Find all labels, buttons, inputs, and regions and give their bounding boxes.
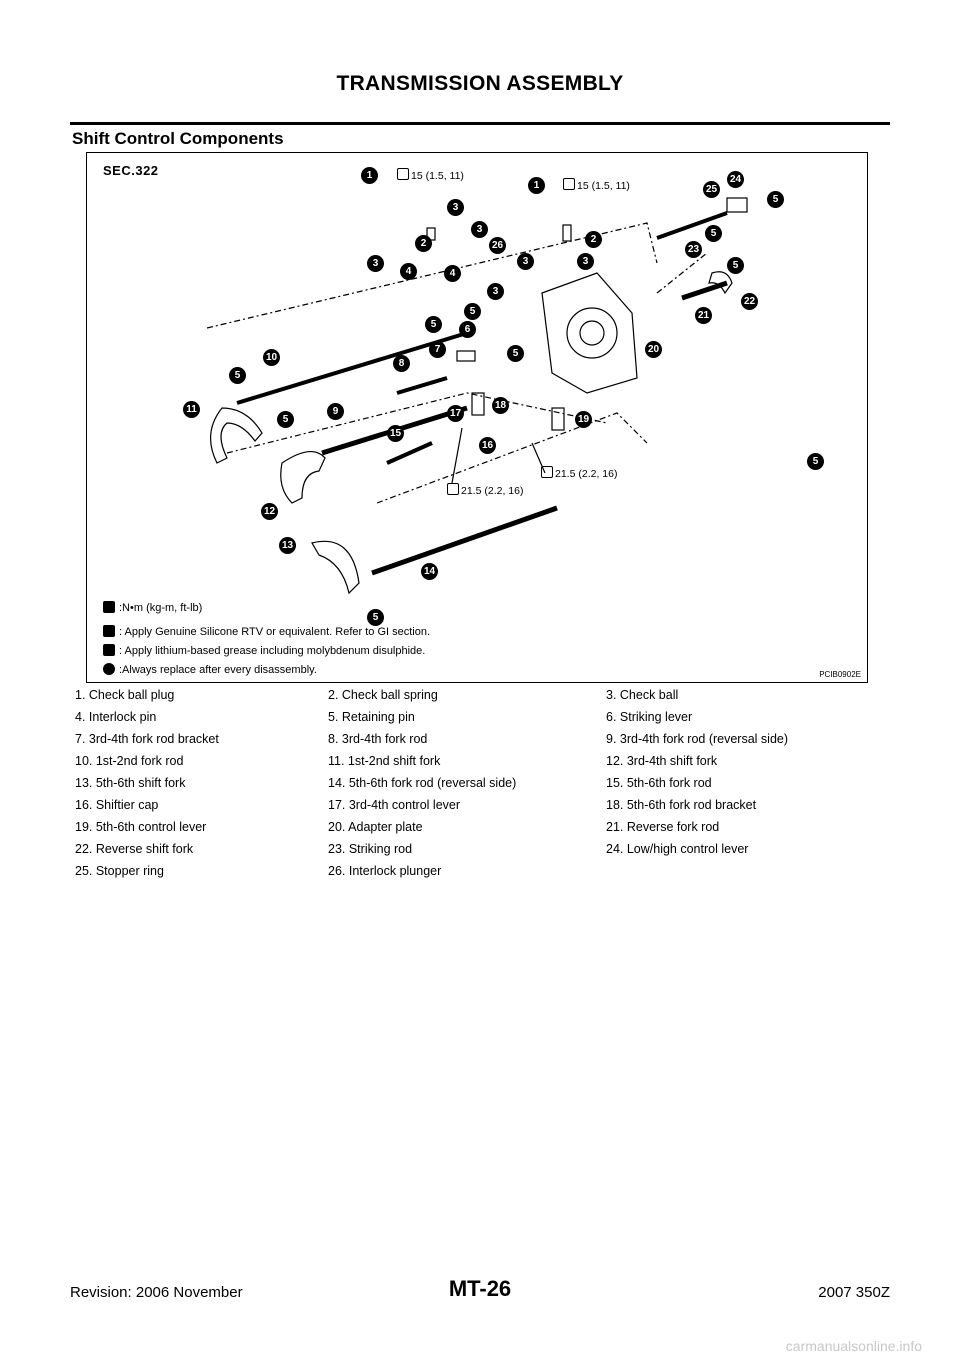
parts-list-item: 18. 5th-6th fork rod bracket [606, 798, 757, 812]
callout-22: 22 [741, 293, 758, 310]
torque-spec: 21.5 (2.2, 16) [447, 483, 523, 497]
callout-1: 1 [361, 167, 378, 184]
wrench-icon [103, 601, 115, 613]
parts-list-item: 25. Stopper ring [75, 864, 164, 878]
callout-3: 3 [577, 253, 594, 270]
callout-24: 24 [727, 171, 744, 188]
parts-list-item: 14. 5th-6th fork rod (reversal side) [328, 776, 517, 790]
parts-list-item: 20. Adapter plate [328, 820, 423, 834]
parts-list-item: 2. Check ball spring [328, 688, 438, 702]
callout-2: 2 [415, 235, 432, 252]
callout-5: 5 [425, 316, 442, 333]
wrench-icon [397, 168, 409, 180]
wrench-icon [447, 483, 459, 495]
callout-23: 23 [685, 241, 702, 258]
callout-19: 19 [575, 411, 592, 428]
callout-14: 14 [421, 563, 438, 580]
footer-model: 2007 350Z [818, 1284, 890, 1301]
legend-replace: :Always replace after every disassembly. [103, 663, 317, 676]
parts-list-item: 6. Striking lever [606, 710, 693, 724]
header-rule [70, 122, 890, 125]
replace-icon [103, 663, 115, 675]
parts-list-item: 4. Interlock pin [75, 710, 157, 724]
parts-list-item: 26. Interlock plunger [328, 864, 442, 878]
legend-grease: : Apply lithium-based grease including m… [103, 644, 425, 657]
callout-8: 8 [393, 355, 410, 372]
callout-4: 4 [400, 263, 417, 280]
callout-7: 7 [429, 341, 446, 358]
callout-9: 9 [327, 403, 344, 420]
parts-list-item: 5. Retaining pin [328, 710, 415, 724]
callout-21: 21 [695, 307, 712, 324]
callout-5: 5 [367, 609, 384, 626]
torque-spec: 15 (1.5, 11) [563, 178, 630, 192]
callout-5: 5 [464, 303, 481, 320]
parts-list-item: 17. 3rd-4th control lever [328, 798, 461, 812]
callout-17: 17 [447, 405, 464, 422]
watermark: carmanualsonline.info [785, 1338, 922, 1354]
callout-2: 2 [585, 231, 602, 248]
callout-1: 1 [528, 177, 545, 194]
parts-list-item: 7. 3rd-4th fork rod bracket [75, 732, 219, 746]
parts-list-item: 8. 3rd-4th fork rod [328, 732, 428, 746]
figure-code: SEC.322 [103, 163, 159, 178]
callout-26: 26 [489, 237, 506, 254]
parts-list-item: 13. 5th-6th shift fork [75, 776, 186, 790]
exploded-view-figure: SEC.322 1 1 2 2 3 3 3 3 3 3 4 4 5 5 5 5 … [86, 152, 868, 683]
callout-16: 16 [479, 437, 496, 454]
callout-11: 11 [183, 401, 200, 418]
callout-3: 3 [367, 255, 384, 272]
grease-icon [103, 644, 115, 656]
callout-5: 5 [705, 225, 722, 242]
callout-3: 3 [447, 199, 464, 216]
wrench-icon [541, 466, 553, 478]
callout-20: 20 [645, 341, 662, 358]
callout-5: 5 [727, 257, 744, 274]
page-header-title: TRANSMISSION ASSEMBLY [336, 72, 624, 95]
callout-5: 5 [807, 453, 824, 470]
figure-id: PCIB0902E [819, 670, 861, 679]
parts-list-item: 16. Shiftier cap [75, 798, 159, 812]
callout-5: 5 [229, 367, 246, 384]
callout-18: 18 [492, 397, 509, 414]
legend-sealant: : Apply Genuine Silicone RTV or equivale… [103, 625, 430, 638]
parts-list-item: 19. 5th-6th control lever [75, 820, 207, 834]
parts-list-item: 15. 5th-6th fork rod [606, 776, 712, 790]
torque-spec: 15 (1.5, 11) [397, 168, 464, 182]
sealant-icon [103, 625, 115, 637]
parts-list-item: 1. Check ball plug [75, 688, 175, 702]
parts-list-item: 11. 1st-2nd shift fork [328, 754, 441, 768]
footer-page-number: MT-26 [448, 1276, 512, 1301]
parts-list-item: 24. Low/high control lever [606, 842, 749, 856]
parts-list-item: 22. Reverse shift fork [75, 842, 194, 856]
callout-5: 5 [277, 411, 294, 428]
callout-12: 12 [261, 503, 278, 520]
parts-list-item: 23. Striking rod [328, 842, 413, 856]
parts-list-item: 3. Check ball [606, 688, 679, 702]
footer-revision: Revision: 2006 November [70, 1284, 243, 1301]
callout-3: 3 [517, 253, 534, 270]
parts-list-item: 21. Reverse fork rod [606, 820, 720, 834]
callout-4: 4 [444, 265, 461, 282]
torque-spec: 21.5 (2.2, 16) [541, 466, 617, 480]
callout-10: 10 [263, 349, 280, 366]
callout-3: 3 [487, 283, 504, 300]
legend-torque: :N•m (kg-m, ft-lb) [103, 601, 202, 614]
parts-list-item: 12. 3rd-4th shift fork [606, 754, 718, 768]
callout-15: 15 [387, 425, 404, 442]
callout-5: 5 [507, 345, 524, 362]
callout-3: 3 [471, 221, 488, 238]
wrench-icon [563, 178, 575, 190]
callout-5: 5 [767, 191, 784, 208]
callout-25: 25 [703, 181, 720, 198]
callout-13: 13 [279, 537, 296, 554]
section-title: Shift Control Components [72, 129, 284, 148]
parts-list-item: 10. 1st-2nd fork rod [75, 754, 184, 768]
parts-list-item: 9. 3rd-4th fork rod (reversal side) [606, 732, 789, 746]
callout-6: 6 [459, 321, 476, 338]
